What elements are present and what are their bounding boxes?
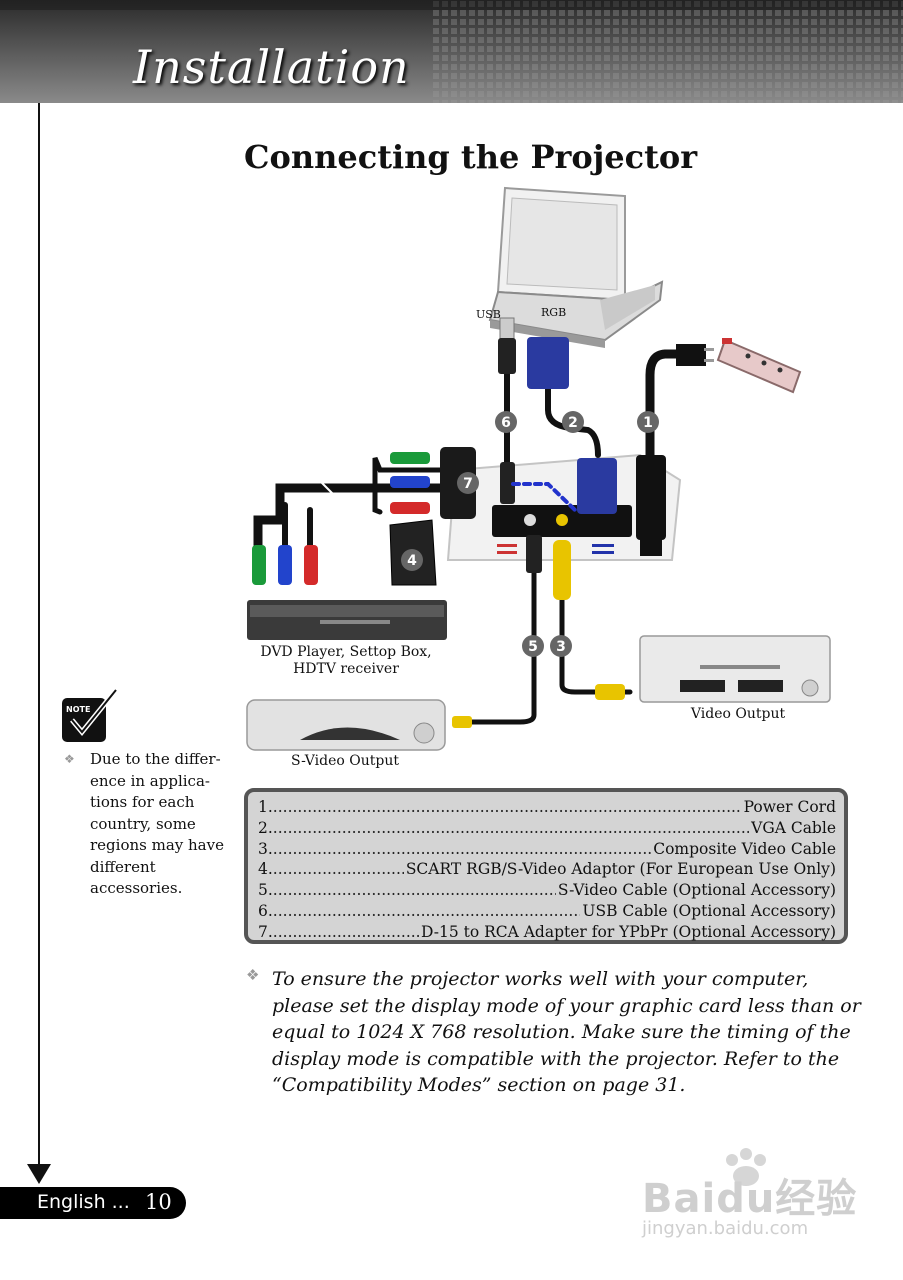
usb-port-label: USB [476, 308, 501, 321]
section-title: Installation [133, 40, 410, 94]
footer-language: English ... [37, 1191, 130, 1213]
rgb-port-label: RGB [541, 306, 566, 319]
margin-rule [38, 103, 40, 1169]
legend-row: 1.Power Cord [258, 797, 836, 818]
dvd-player-illustration [247, 600, 447, 640]
header-banner: Installation [0, 0, 903, 103]
legend-item-label: D-15 to RCA Adapter for YPbPr (Optional … [419, 922, 836, 943]
note-bullet-icon: ❖ [64, 752, 75, 766]
callout-6: 6 [501, 415, 511, 431]
margin-arrow-icon [27, 1164, 51, 1184]
legend-row: 3.Composite Video Cable [258, 839, 836, 860]
legend-row: 7.D-15 to RCA Adapter for YPbPr (Optiona… [258, 922, 836, 943]
dvd-label-2: HDTV receiver [293, 661, 399, 677]
legend-row: 4.SCART RGB/S-Video Adaptor (For Europea… [258, 859, 836, 880]
legend-item-label: Power Cord [742, 797, 836, 818]
tip-paragraph: To ensure the projector works well with … [272, 966, 862, 1099]
page-heading: Connecting the Projector [244, 138, 697, 176]
legend-item-label: USB Cable (Optional Accessory) [580, 901, 836, 922]
svideo-label: S-Video Output [291, 753, 399, 769]
callout-3: 3 [556, 639, 566, 655]
page-number: 10 [145, 1190, 172, 1214]
video-device-illustration [640, 636, 830, 702]
svg-text:NOTE: NOTE [66, 705, 90, 714]
note-checkmark-icon: NOTE [60, 688, 120, 748]
callout-7: 7 [463, 476, 473, 492]
dvd-label: DVD Player, Settop Box, [260, 644, 431, 660]
legend-row: 6.USB Cable (Optional Accessory) [258, 901, 836, 922]
legend-item-label: Composite Video Cable [651, 839, 836, 860]
callout-1: 1 [643, 415, 653, 431]
cable-legend: 1.Power Cord 2.VGA Cable 3.Composite Vid… [244, 788, 848, 944]
note-text: Due to the differ-ence in applica-tions … [90, 749, 230, 900]
page-footer: English ... 10 [0, 1187, 186, 1219]
legend-row: 5.S-Video Cable (Optional Accessory) [258, 880, 836, 901]
legend-row: 2.VGA Cable [258, 818, 836, 839]
callout-5: 5 [528, 639, 538, 655]
legend-item-label: VGA Cable [749, 818, 836, 839]
watermark-logo: Baidu经验 [642, 1166, 857, 1224]
svideo-device-illustration [247, 700, 445, 750]
laptop-illustration [490, 188, 662, 348]
video-label: Video Output [690, 706, 786, 722]
watermark-url: jingyan.baidu.com [642, 1218, 808, 1239]
power-strip-illustration [718, 338, 800, 392]
tip-bullet-icon: ❖ [246, 966, 259, 984]
callout-4: 4 [407, 553, 417, 569]
legend-item-label: SCART RGB/S-Video Adaptor (For European … [404, 859, 836, 880]
baidu-watermark: Baidu经验 jingyan.baidu.com [638, 1148, 868, 1248]
connection-diagram: USB RGB [240, 180, 850, 780]
legend-item-label: S-Video Cable (Optional Accessory) [556, 880, 836, 901]
callout-2: 2 [568, 415, 578, 431]
